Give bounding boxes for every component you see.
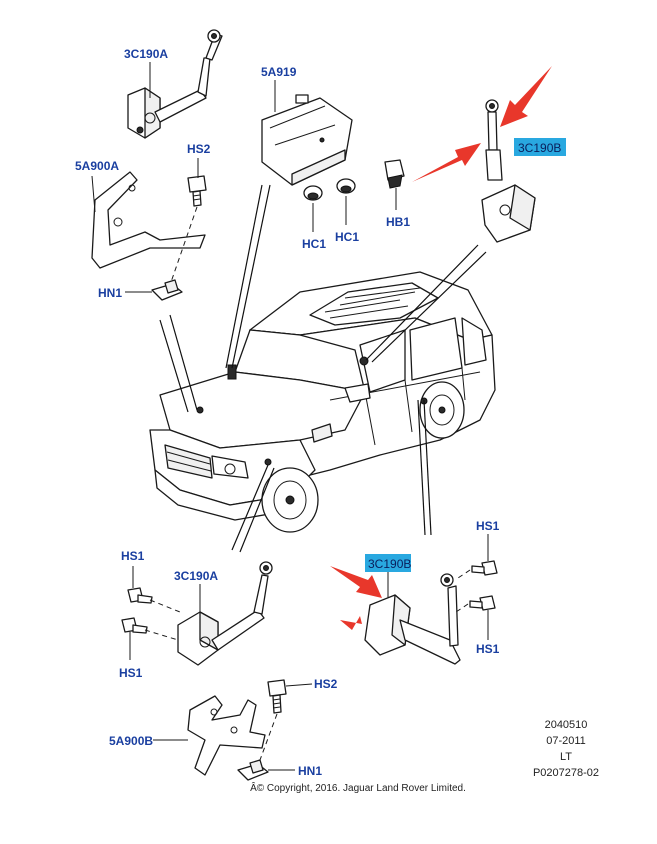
label-nut-front: HN1 (298, 764, 322, 778)
bolt-module (384, 159, 405, 189)
copyright: Â© Copyright, 2016. Jaguar Land Rover Li… (250, 781, 466, 794)
screw-front-right-b (469, 595, 496, 611)
label-sensor-rear-right: 3C190B (518, 141, 561, 155)
meta-date: 07-2011 (546, 735, 586, 747)
label-screw-front-right-b: HS1 (476, 642, 500, 656)
label-bracket-rear: 5A900A (75, 159, 119, 173)
highlight-box-front-right (365, 554, 411, 572)
label-sensor-front-left: 3C190A (174, 569, 218, 583)
meta-reference: P0207278-02 (533, 767, 599, 779)
clip-a (303, 185, 323, 201)
label-nut-rear: HN1 (98, 286, 122, 300)
height-sensor-front-left (177, 561, 273, 666)
arrow-icon (330, 66, 552, 630)
height-sensor-rear-right (481, 99, 536, 243)
label-sensor-rear-left: 3C190A (124, 47, 168, 61)
label-bracket-front: 5A900B (109, 734, 153, 748)
vehicle-illustration (149, 271, 496, 533)
label-screw-front-a: HS1 (121, 549, 145, 563)
meta-region: LT (560, 751, 572, 763)
highlight-box-rear-right (514, 138, 566, 156)
label-screw-front-c: HS2 (314, 677, 338, 691)
label-sensor-front-right: 3C190B (368, 557, 411, 571)
nut-rear (151, 279, 183, 301)
control-module (261, 94, 353, 186)
label-clip-a: HC1 (302, 237, 326, 251)
screw-front-b (121, 617, 148, 634)
meta-code: 2040510 (545, 719, 588, 731)
label-module: 5A919 (261, 65, 297, 79)
label-clip-b: HC1 (335, 230, 359, 244)
clip-b (336, 178, 356, 194)
label-bolt-module: HB1 (386, 215, 410, 229)
screw-front-right-a (471, 560, 498, 576)
label-screw-front-b: HS1 (119, 666, 143, 680)
label-screw-rear: HS2 (187, 142, 211, 156)
screw-front-a (127, 587, 153, 604)
bracket-rear (91, 171, 206, 269)
height-sensor-front-right (364, 573, 461, 665)
label-screw-front-right-a: HS1 (476, 519, 500, 533)
height-sensor-rear-left (127, 29, 223, 139)
bracket-front (187, 695, 266, 776)
callout-lines (159, 184, 487, 553)
screw-front-c (267, 679, 287, 714)
nut-front (237, 759, 269, 781)
screw-rear (187, 175, 207, 207)
